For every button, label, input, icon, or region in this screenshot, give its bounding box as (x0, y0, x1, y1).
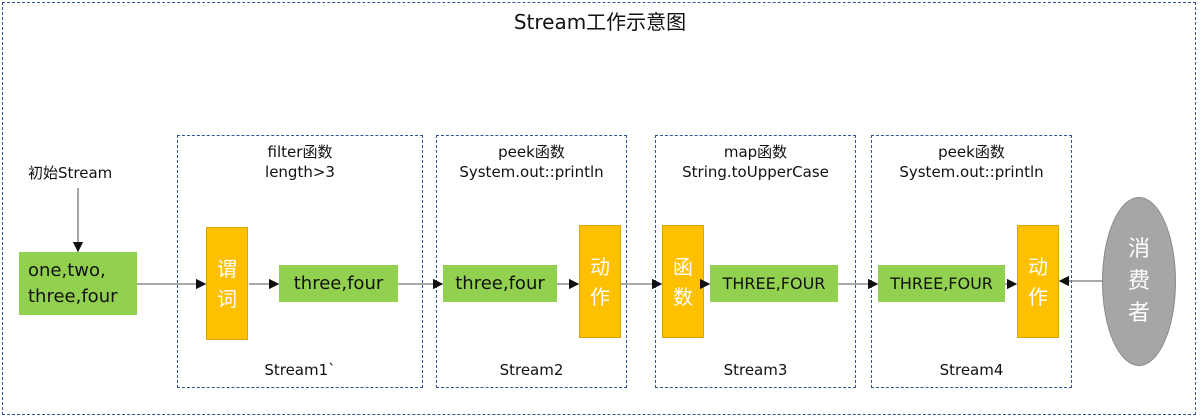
stage-filter: filter函数 length>3 Stream1` (177, 135, 423, 388)
stage-footer: Stream1` (264, 361, 336, 379)
stage-header-2: String.toUpperCase (682, 163, 829, 181)
diagram-title: Stream工作示意图 (513, 10, 687, 34)
source-data-box: one,two, three,four (19, 252, 137, 315)
stage2-data-box: three,four (443, 265, 557, 302)
stage-map: map函数 String.toUpperCase Stream3 (655, 135, 856, 388)
stage-header-2: length>3 (265, 163, 335, 181)
stage-header-2: System.out::println (899, 163, 1044, 181)
op-box-action: 动作 (1017, 225, 1059, 338)
stage-footer: Stream3 (723, 361, 788, 379)
stage-header-1: map函数 (723, 143, 788, 161)
stage-header-1: filter函数 (267, 143, 333, 161)
stage4-data-box: THREE,FOUR (878, 265, 1005, 302)
op-box-predicate: 谓词 (206, 227, 248, 340)
stage-footer: Stream4 (939, 361, 1004, 379)
stage1-data-box: three,four (279, 265, 398, 302)
stage3-data-box: THREE,FOUR (710, 265, 838, 302)
stage-footer: Stream2 (499, 361, 564, 379)
op-box-function: 函数 (662, 225, 704, 338)
stage-header-1: peek函数 (498, 143, 565, 161)
consumer-ellipse: 消费者 (1102, 197, 1176, 366)
stage-header-2: System.out::println (459, 163, 604, 181)
source-label: 初始Stream (28, 164, 113, 182)
op-box-action: 动作 (579, 225, 621, 338)
source-line-1: one,two, (28, 259, 106, 281)
source-line-2: three,four (28, 285, 118, 307)
stage-header-1: peek函数 (938, 143, 1005, 161)
